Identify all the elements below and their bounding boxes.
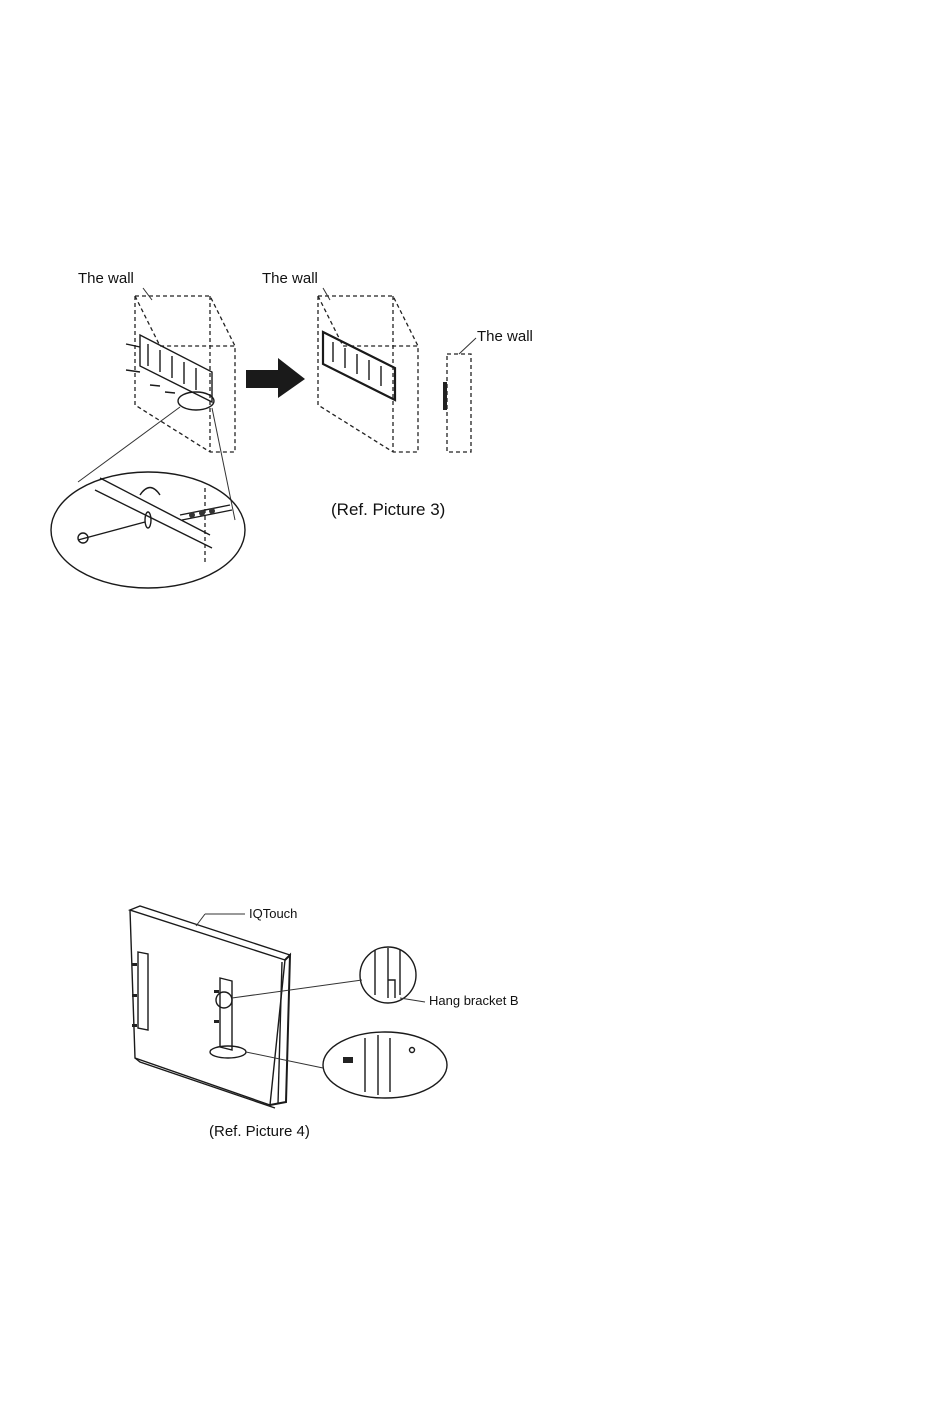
arrow-right-icon	[246, 358, 305, 398]
wall-block-middle	[318, 296, 418, 452]
wall-side-view	[443, 338, 476, 452]
bracket-detail-circle	[232, 947, 425, 1003]
figure-caption-3: (Ref. Picture 3)	[331, 500, 445, 520]
label-wall-left: The wall	[78, 270, 134, 287]
display-panel	[130, 906, 290, 1108]
hang-brackets	[132, 952, 246, 1058]
magnified-screw-detail	[51, 472, 245, 588]
wall-bracket-middle	[323, 332, 395, 400]
label-wall-right: The wall	[477, 328, 533, 345]
figure-ref-picture-3: The wall The wall The wall (Ref. Picture…	[0, 0, 950, 620]
label-wall-middle: The wall	[262, 270, 318, 287]
figure-caption-4: (Ref. Picture 4)	[209, 1123, 310, 1140]
figure-ref-picture-4: IQTouch Hang bracket B (Ref. Picture 4)	[0, 880, 950, 1160]
hang-bracket-diagram	[0, 880, 950, 1160]
label-iqtouch: IQTouch	[249, 906, 297, 921]
wall-mount-diagram	[0, 0, 950, 620]
label-hang-bracket-b: Hang bracket B	[429, 993, 519, 1008]
